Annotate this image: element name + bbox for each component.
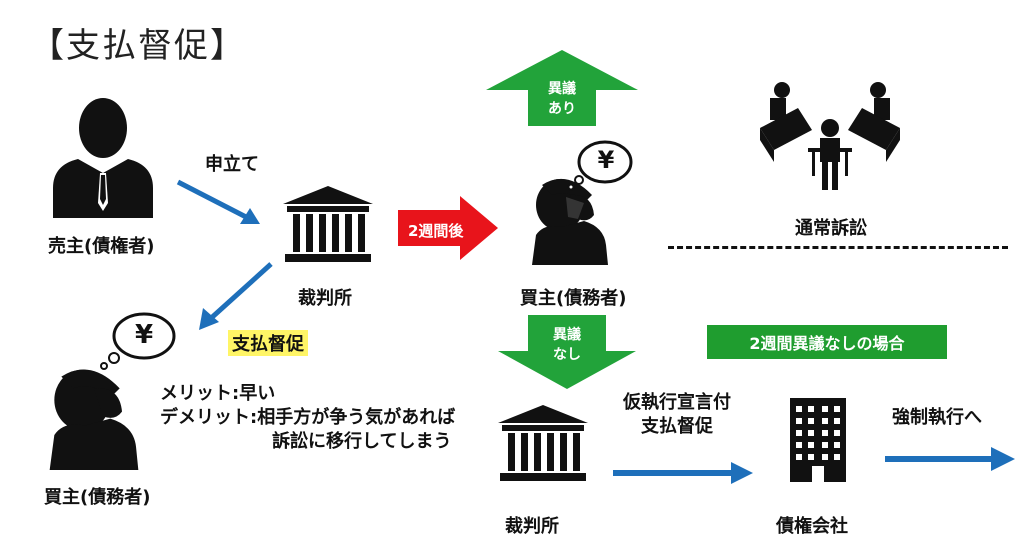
lawsuit-meeting-icon [760,82,900,190]
courthouse-icon [498,405,588,481]
seller-label: 売主(債権者) [48,236,155,257]
arrow-apply-icon [176,179,260,224]
arrow-objection-no-icon [498,315,636,389]
merit-text: メリット:早い [160,383,276,404]
payment-order-highlight: 支払督促 [228,330,308,356]
yen-thought-bubble-icon [567,140,633,191]
office-building-icon [790,398,846,482]
arrow-two-weeks-icon [398,196,498,260]
yen-symbol-bottom: ¥ [134,320,154,350]
normal-lawsuit-label: 通常訴訟 [795,218,867,239]
divider-dashed-line [668,246,1008,249]
two-weeks-later-label: 2週間後 [408,222,464,240]
court-bottom-label: 裁判所 [505,516,559,537]
provisional-label-1: 仮執行宣言付 [623,392,731,413]
page-title: 【支払督促】 [30,26,246,66]
yen-symbol-top: ¥ [597,146,615,174]
no-objection-banner: 2週間異議なしの場合 [707,325,947,359]
to-enforcement-label: 強制執行へ [892,407,982,428]
arrow-to-company-icon [613,462,753,484]
objection-yes-label-1: 異議 [548,81,576,97]
worried-person-icon [49,369,139,470]
objection-no-label-2: なし [553,347,581,363]
apply-label: 申立て [205,154,259,175]
arrow-enforcement-icon [885,447,1015,471]
buyer-bottom-label: 買主(債務者) [44,487,151,508]
arrow-objection-yes-icon [486,50,638,126]
objection-yes-label-2: あり [548,101,576,117]
buyer-top-label: 買主(債務者) [520,288,627,309]
yen-thought-bubble-icon [100,312,176,370]
provisional-label-2: 支払督促 [641,416,713,437]
demerit-text: デメリット:相手方が争う気があれば [160,407,456,428]
court-top-label: 裁判所 [298,288,352,309]
courthouse-icon [283,186,373,262]
credit-company-label: 債権会社 [776,516,848,537]
businessman-icon [53,98,153,218]
arrow-payment-order-icon [199,262,273,330]
objection-no-label-1: 異議 [553,327,581,343]
demerit-text-2: 訴訟に移行してしまう [272,431,452,452]
